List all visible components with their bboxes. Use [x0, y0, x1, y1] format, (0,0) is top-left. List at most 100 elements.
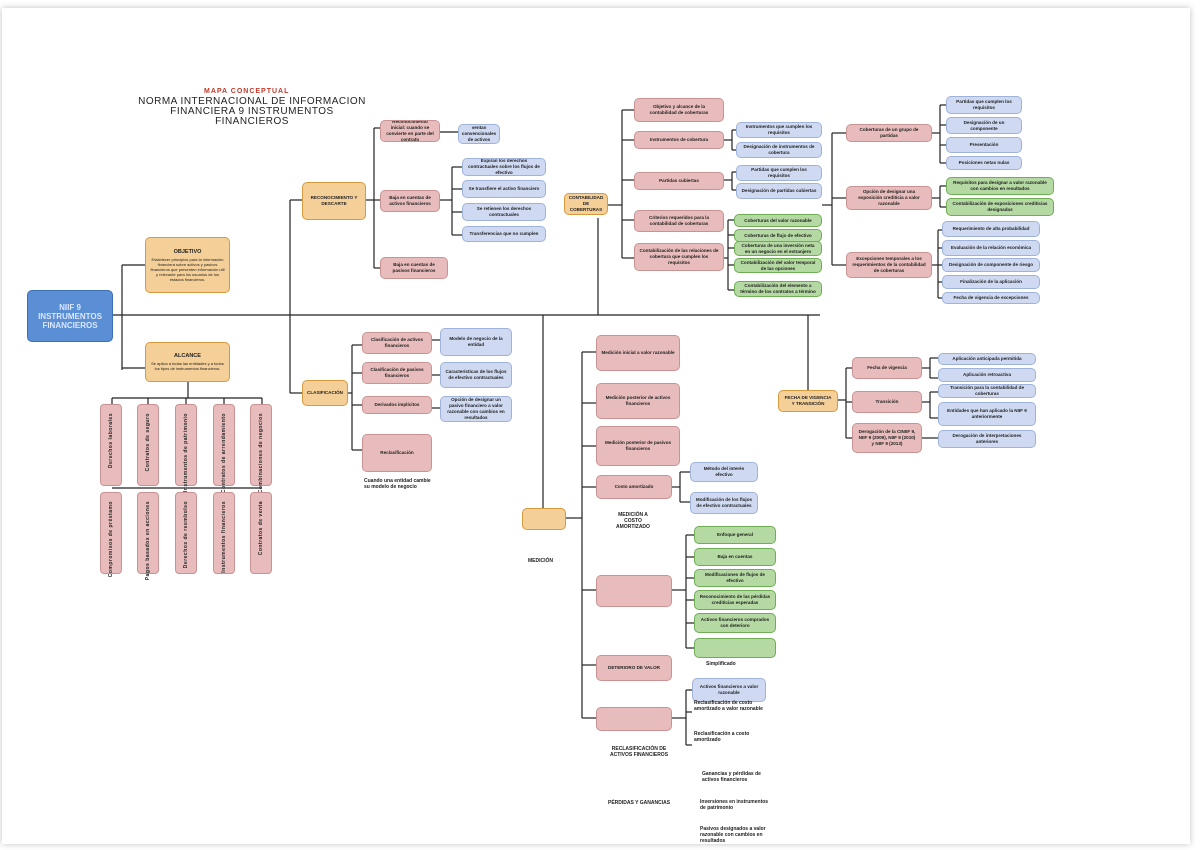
- note-perdidas: PÉRDIDAS Y GANANCIAS: [608, 800, 671, 806]
- vigencia-item-2[interactable]: Transición: [852, 391, 922, 413]
- alcance-col-4-top[interactable]: Contratos de arrendamiento: [213, 404, 235, 493]
- coberturas-green-5[interactable]: Contabilización del elemento a término d…: [734, 281, 822, 297]
- medicion-blue-2[interactable]: Modificación de los flujos de efectivo c…: [690, 492, 758, 514]
- clasificacion-blue-1[interactable]: Modelo de negocio de la entidad: [440, 328, 512, 356]
- baja-item-1[interactable]: Expiran los derechos contractuales sobre…: [462, 158, 546, 176]
- note-costo-amortizado: MEDICIÓN A COSTO AMORTIZADO: [616, 512, 650, 530]
- alcance-col-5-top[interactable]: Combinaciones de negocios: [250, 404, 272, 493]
- tail-note-1: Ganancias y pérdidas de activos financie…: [702, 771, 761, 783]
- alcance-col-4-bottom[interactable]: Instrumentos financieros: [213, 492, 235, 574]
- coberturas-blue-3[interactable]: Partidas que cumplen los requisitos: [736, 165, 822, 181]
- vigencia-blue-1[interactable]: Aplicación anticipada permitida: [938, 353, 1036, 365]
- medicion-item-5[interactable]: [596, 575, 672, 607]
- clasificacion-item-3[interactable]: Derivados implícitos: [362, 396, 432, 414]
- coberturas-item-2[interactable]: Instrumentos de cobertura: [634, 131, 724, 149]
- clasificacion-node[interactable]: CLASIFICACIÓN: [302, 380, 348, 406]
- right-green-2[interactable]: Contabilización de exposiciones creditic…: [946, 198, 1054, 216]
- clasificacion-item-2[interactable]: Clasificación de pasivos financieros: [362, 362, 432, 384]
- coberturas-blue-4[interactable]: Designación de partidas cubiertas: [736, 183, 822, 199]
- right-blue2-1[interactable]: Requerimiento de alta probabilidad: [942, 221, 1040, 237]
- coberturas-right-1[interactable]: Coberturas de un grupo de partidas: [846, 124, 932, 142]
- root-node[interactable]: NIIF 9 INSTRUMENTOS FINANCIEROS: [27, 290, 113, 342]
- clasificacion-blue-2[interactable]: Características de los flujos de efectiv…: [440, 362, 512, 388]
- reconocimiento-item-3[interactable]: Baja en cuentas de pasivos financieros: [380, 257, 448, 279]
- vigencia-node[interactable]: FECHA DE VIGENCIA Y TRANSICIÓN: [778, 390, 838, 412]
- medicion-green-2[interactable]: Baja en cuentas: [694, 548, 776, 566]
- coberturas-right-2[interactable]: Opción de designar una exposición credit…: [846, 186, 932, 210]
- right-blue2-3[interactable]: Designación de componente de riesgo: [942, 258, 1040, 272]
- medicion-green-6[interactable]: [694, 638, 776, 658]
- coberturas-green-1[interactable]: Coberturas del valor razonable: [734, 214, 822, 227]
- vigencia-item-1[interactable]: Fecha de vigencia: [852, 357, 922, 379]
- medicion-node[interactable]: [522, 508, 566, 530]
- medicion-item-4[interactable]: Costo amortizado: [596, 475, 672, 499]
- medicion-green-3[interactable]: Modificaciones de flujos de efectivo: [694, 569, 776, 587]
- objetivo-node[interactable]: OBJETIVO Establecer principios para la i…: [145, 237, 230, 293]
- vigencia-blue-3[interactable]: Transición para la contabilidad de cober…: [938, 384, 1036, 398]
- alcance-text: Se aplica a todas las entidades y a todo…: [151, 361, 224, 371]
- medicion-item-6[interactable]: DETERIORO DE VALOR: [596, 655, 672, 681]
- alcance-col2-3-text: Derechos de reembolso: [183, 501, 189, 569]
- medicion-item-1[interactable]: Medición inicial a valor razonable: [596, 335, 680, 371]
- alcance-col-5-bottom[interactable]: Contratos de venta: [250, 492, 272, 574]
- baja-item-2[interactable]: Se transfiere el activo financiero: [462, 180, 546, 198]
- reconocimiento-item-2[interactable]: Baja en cuentas de activos financieros: [380, 190, 440, 212]
- right-blue2-2[interactable]: Evaluación de la relación económica: [942, 240, 1040, 256]
- vigencia-blue-4[interactable]: Entidades que han aplicado la NIIF 9 ant…: [938, 402, 1036, 426]
- vigencia-item-3[interactable]: Derogación de la CINIIF 9, NIIF 9 (2009)…: [852, 423, 922, 453]
- medicion-green-4[interactable]: Reconocimiento de las pérdidas creditici…: [694, 590, 776, 610]
- baja-item-3[interactable]: Se retienen los derechos contractuales: [462, 203, 546, 221]
- right-blue-4[interactable]: Posiciones netas nulas: [946, 156, 1022, 170]
- right-blue-2[interactable]: Designación de un componente: [946, 117, 1022, 134]
- medicion-item-3[interactable]: Medición posterior de pasivos financiero…: [596, 426, 680, 466]
- clasificacion-item-4[interactable]: Reclasificación: [362, 434, 432, 472]
- clasificacion-blue-3[interactable]: Opción de designar un pasivo financiero …: [440, 396, 512, 422]
- reconocimiento-sub-1[interactable]: Compras o ventas convencionales de activ…: [458, 124, 500, 144]
- medicion-item-7[interactable]: [596, 707, 672, 731]
- alcance-heading: ALCANCE: [174, 353, 201, 359]
- tail-note-2: Inversiones en instrumentos de patrimoni…: [700, 799, 769, 811]
- coberturas-blue-1[interactable]: Instrumentos que cumplen los requisitos: [736, 122, 822, 138]
- medicion-blue-3[interactable]: Activos financieros a valor razonable: [692, 678, 766, 702]
- note-reclasificacion: RECLASIFICACIÓN DE ACTIVOS FINANCIEROS: [609, 746, 669, 758]
- baja-item-4[interactable]: Transferencias que no cumplen: [462, 226, 546, 242]
- right-green-1[interactable]: Requisitos para designar a valor razonab…: [946, 177, 1054, 195]
- reconocimiento-node[interactable]: RECONOCIMIENTO Y DESCARTE: [302, 182, 366, 220]
- alcance-col-5-text: Combinaciones de negocios: [258, 413, 264, 494]
- alcance-col-3-text: Instrumentos de patrimonio: [183, 413, 189, 493]
- medicion-green-6-label: Simplificado: [706, 661, 736, 667]
- medicion-blue-5: Reclasificación a costo amortizado: [694, 731, 750, 743]
- medicion-green-5[interactable]: Activos financieros comprados con deteri…: [694, 613, 776, 633]
- alcance-col2-2-text: Pagos basados en acciones: [145, 501, 151, 581]
- alcance-col-2-top[interactable]: Contratos de seguro: [137, 404, 159, 486]
- medicion-item-2[interactable]: Medición posterior de activos financiero…: [596, 383, 680, 419]
- medicion-blue-1[interactable]: Método del interés efectivo: [690, 462, 758, 482]
- alcance-col-2-bottom[interactable]: Pagos basados en acciones: [137, 492, 159, 580]
- clasificacion-item-1[interactable]: Clasificación de activos financieros: [362, 332, 432, 354]
- right-blue-3[interactable]: Presentación: [946, 137, 1022, 153]
- coberturas-green-4[interactable]: Contabilización del valor temporal de la…: [734, 258, 822, 273]
- alcance-col-1-bottom[interactable]: Compromisos de préstamo: [100, 492, 122, 577]
- medicion-green-1[interactable]: Enfoque general: [694, 526, 776, 544]
- coberturas-item-1[interactable]: Objetivo y alcance de la contabilidad de…: [634, 98, 724, 122]
- vigencia-blue-2[interactable]: Aplicación retroactiva: [938, 368, 1036, 382]
- reconocimiento-item-1[interactable]: Reconocimiento inicial: cuando se convie…: [380, 120, 440, 142]
- right-blue2-4[interactable]: Finalización de la aplicación: [942, 275, 1040, 289]
- coberturas-right-3[interactable]: Excepciones temporales a los requerimien…: [846, 252, 932, 278]
- vigencia-blue-5[interactable]: Derogación de interpretaciones anteriore…: [938, 430, 1036, 448]
- coberturas-node[interactable]: CONTABILIDAD DE COBERTURAS: [564, 193, 608, 215]
- right-blue2-5[interactable]: Fecha de vigencia de excepciones: [942, 292, 1040, 304]
- alcance-col2-4-text: Instrumentos financieros: [221, 501, 227, 573]
- coberturas-item-4[interactable]: Criterios requeridos para la contabilida…: [634, 210, 724, 232]
- coberturas-item-3[interactable]: Partidas cubiertas: [634, 172, 724, 190]
- alcance-col-3-top[interactable]: Instrumentos de patrimonio: [175, 404, 197, 492]
- coberturas-blue-2[interactable]: Designación de instrumentos de cobertura: [736, 142, 822, 158]
- alcance-col-1-top[interactable]: Derechos laborales: [100, 404, 122, 486]
- alcance-node[interactable]: ALCANCE Se aplica a todas las entidades …: [145, 342, 230, 382]
- coberturas-green-3[interactable]: Coberturas de una inversión neta en un n…: [734, 241, 822, 256]
- coberturas-item-5[interactable]: Contabilización de las relaciones de cob…: [634, 243, 724, 271]
- tail-note-3: Pasivos designados a valor razonable con…: [700, 826, 766, 844]
- alcance-col-1-text: Derechos laborales: [108, 413, 114, 469]
- right-blue-1[interactable]: Partidas que cumplen los requisitos: [946, 96, 1022, 114]
- alcance-col-3-bottom[interactable]: Derechos de reembolso: [175, 492, 197, 574]
